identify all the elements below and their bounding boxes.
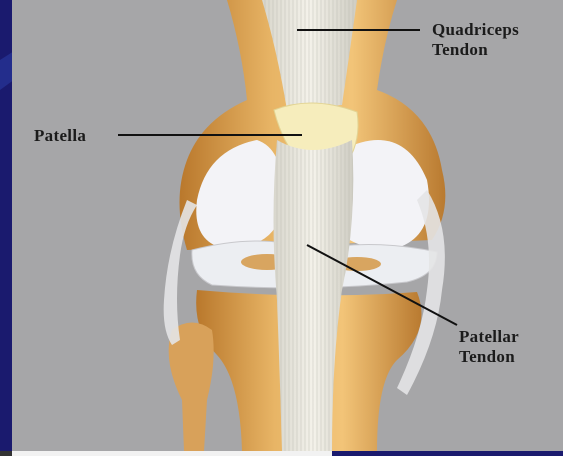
patellar-label-line2: Tendon — [459, 347, 519, 367]
quadriceps-label-line1: Quadriceps — [432, 20, 519, 40]
quadriceps-tendon-label: Quadriceps Tendon — [432, 20, 519, 60]
patellar-tendon-label: Patellar Tendon — [459, 327, 519, 367]
patella-label: Patella — [34, 126, 86, 146]
bottom-strip — [12, 451, 332, 456]
knee-diagram: Quadriceps Tendon Patella Patellar Tendo… — [12, 0, 563, 451]
quadriceps-label-line2: Tendon — [432, 40, 519, 60]
patellar-label-line1: Patellar — [459, 327, 519, 347]
knee-illustration — [12, 0, 563, 451]
